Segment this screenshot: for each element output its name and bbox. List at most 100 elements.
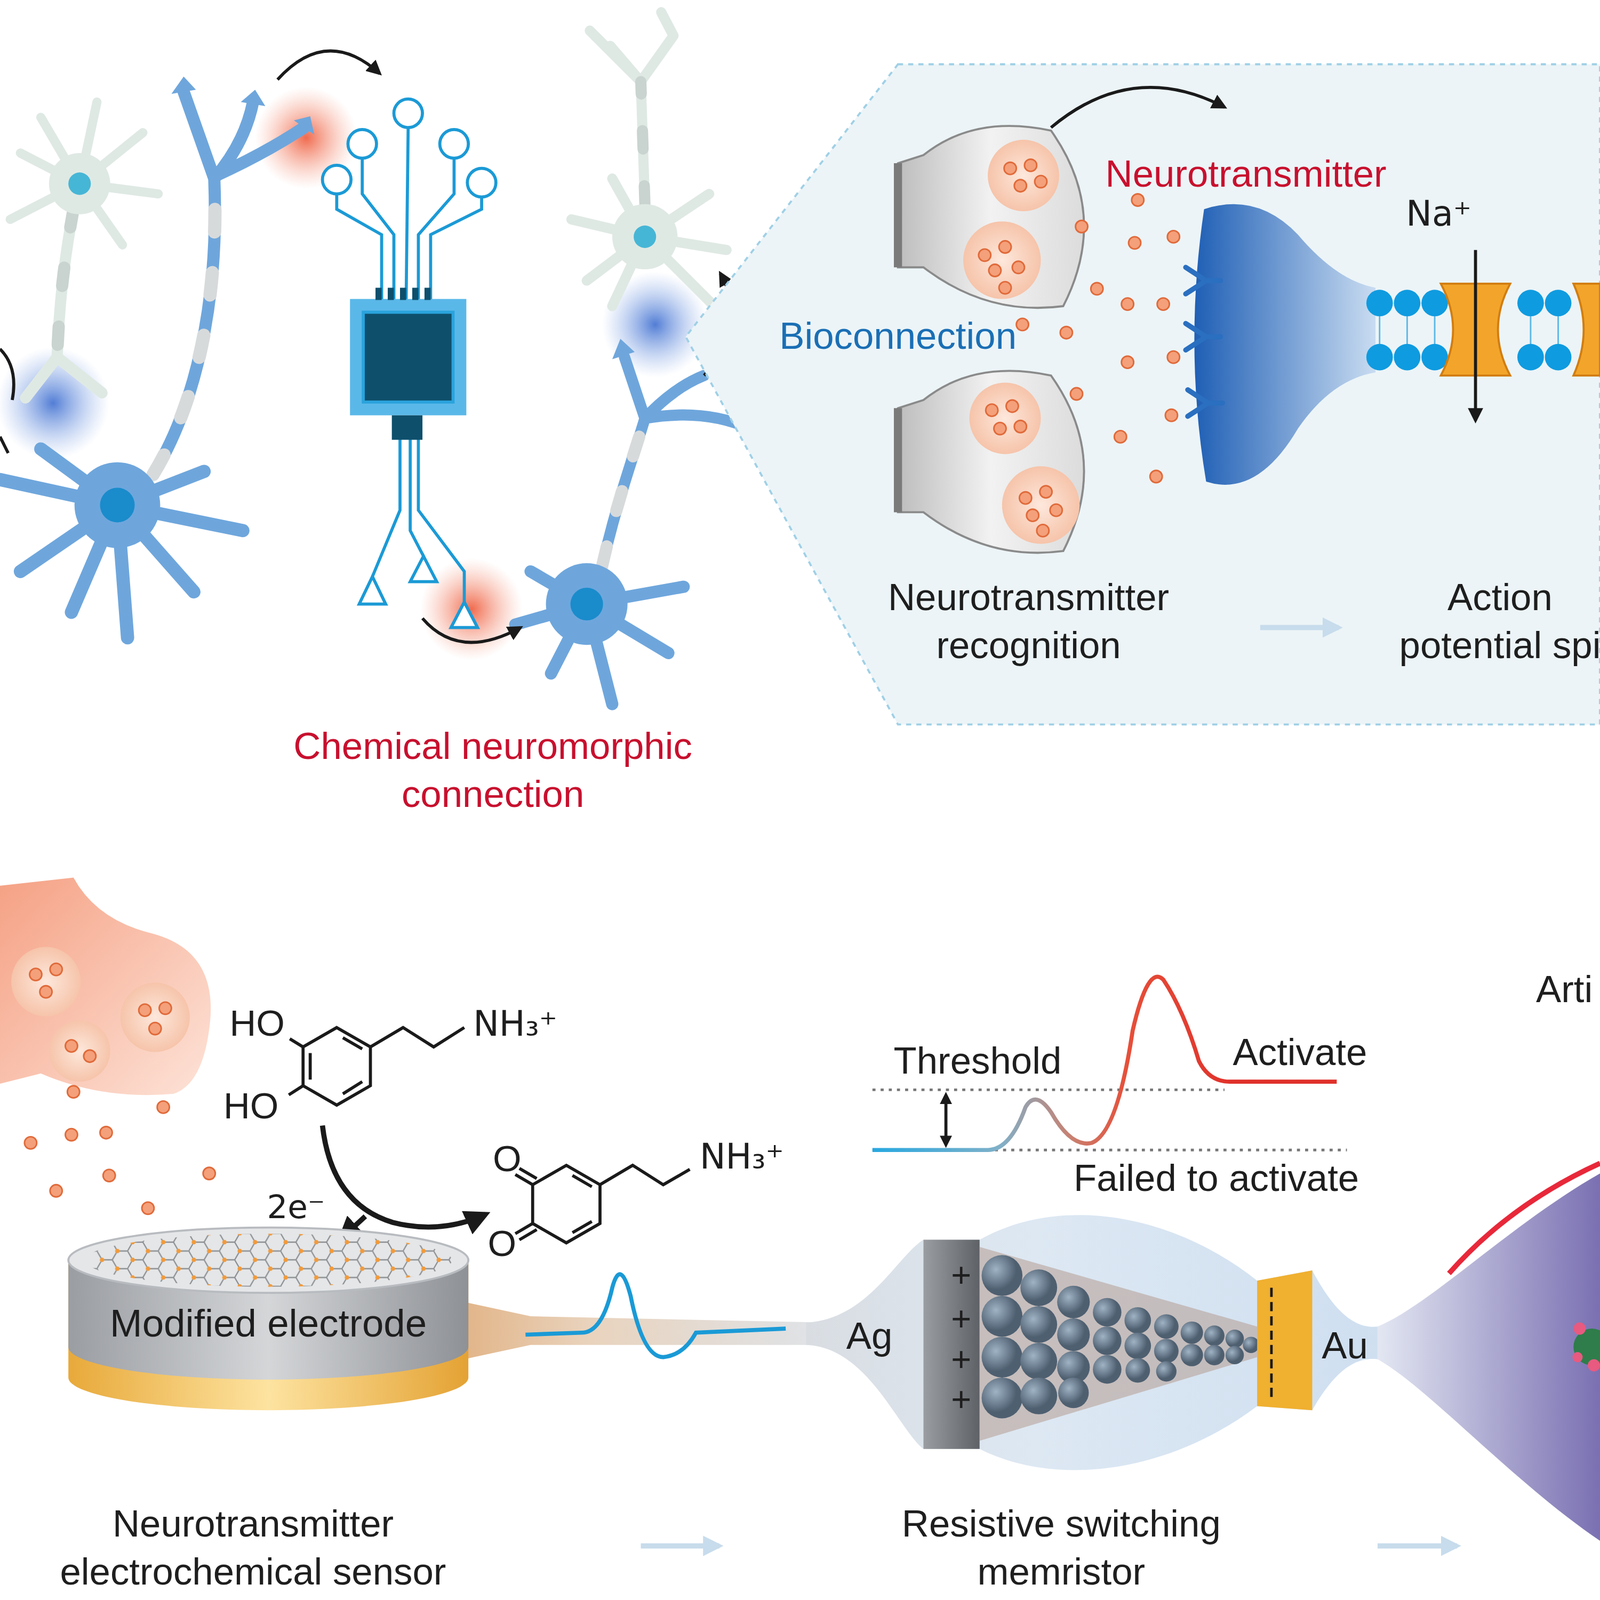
neuron [99,488,135,523]
memristor [981,1377,1023,1419]
presynaptic-terminal [1014,179,1027,192]
memristor [1573,1322,1586,1335]
memristor [1020,1377,1058,1415]
presynaptic-terminal [1157,298,1170,311]
presynaptic-terminal [138,1004,151,1017]
memristor [1092,1355,1122,1384]
presynaptic-terminal [1121,356,1134,369]
molecule [302,1027,371,1106]
memristor [1020,1306,1058,1343]
memristor [979,1246,1258,1442]
memristor [1180,1344,1204,1367]
molecule [600,1165,690,1185]
postsynaptic-neuron [1194,204,1376,485]
memristor [1020,1342,1058,1380]
presynaptic-terminal [1002,466,1080,544]
presynaptic-terminal [985,404,998,417]
flow-arrow [0,50,733,643]
presynaptic-terminal [1050,504,1063,517]
presynaptic-terminal [120,982,190,1052]
memristor [923,1240,980,1450]
memristor [1154,1314,1179,1339]
presynaptic-terminal [1167,350,1180,364]
presynaptic-terminal [203,1167,216,1180]
chip [430,196,482,301]
glow [420,558,523,661]
chip [358,556,478,628]
memristor [1270,1288,1274,1400]
electrode-label: Au [1312,1321,1378,1371]
presynaptic-terminal [148,1022,162,1035]
neuron [0,76,315,638]
presynaptic-terminal [1024,158,1037,172]
flow-arrow [277,50,380,80]
presynaptic-terminal [1014,420,1027,433]
presynaptic-terminal [157,1100,170,1114]
memristor [1124,1307,1151,1334]
memristor [1204,1345,1225,1366]
neuron [571,12,727,307]
plot-label: Activate [1208,1028,1392,1078]
chip [322,165,352,195]
presynaptic-terminal [988,264,1002,277]
presynaptic-terminal [99,1126,112,1139]
presynaptic-terminal [969,382,1042,454]
charge-sign: + [946,1377,977,1422]
memristor [1092,1298,1122,1327]
charge-sign: + [946,1252,977,1298]
postsynaptic-neuron [1187,389,1223,417]
neuron [68,172,91,195]
memristor [1449,1163,1600,1274]
chip [349,299,467,416]
memristor [1156,1361,1177,1382]
presynaptic-terminal [0,877,211,1095]
presynaptic-terminal [1026,509,1039,522]
neuron [0,449,243,638]
atom-label: HO [205,1082,298,1130]
presynaptic-terminal [1128,236,1141,250]
presynaptic-terminal [1090,282,1103,295]
flow-arrow [1377,1543,1458,1549]
membrane [1517,344,1544,371]
chip [424,288,431,301]
presynaptic-terminal [141,1202,155,1215]
presynaptic-terminal [1149,470,1163,483]
chip [322,99,496,628]
membrane [1421,289,1448,317]
chip [375,288,382,301]
presynaptic-terminal [893,163,902,268]
electrode-cylinder [68,1227,469,1293]
molecule [310,1037,363,1094]
wire [525,1274,786,1357]
electrode-node: Modified electrode [66,1224,471,1414]
membrane [1573,283,1600,376]
flow-arrow [1051,87,1225,128]
memristor [1125,1358,1150,1383]
presynaptic-terminal [978,249,991,262]
stage-caption: Neurotransmitter recognition [854,573,1203,670]
threshold-plot [872,1088,1225,1092]
presynaptic-terminal [40,985,53,998]
flow-arrow [641,1543,720,1549]
membrane [1545,344,1572,371]
presynaptic-terminal [994,422,1007,435]
plot-label: Threshold [860,1036,1095,1086]
charge-sign: + [946,1337,977,1382]
neuron [570,587,604,621]
presynaptic-terminal [898,370,1085,553]
presynaptic-terminal [1016,318,1029,331]
presynaptic-terminal [65,1128,78,1141]
memristor [981,1296,1023,1338]
memristor [981,1254,1260,1419]
molecule [288,1027,464,1095]
memristor [1225,1346,1244,1365]
postsynaptic-neuron [1185,267,1221,294]
chip [363,312,453,402]
flow-arrow [0,436,8,454]
heading-label: Bioconnection [734,312,1062,361]
atom-label: HO [211,1000,303,1047]
presynaptic-terminal [1019,491,1032,504]
neuron [10,101,158,245]
memristor [1180,1321,1204,1344]
memristor [1092,1326,1122,1356]
